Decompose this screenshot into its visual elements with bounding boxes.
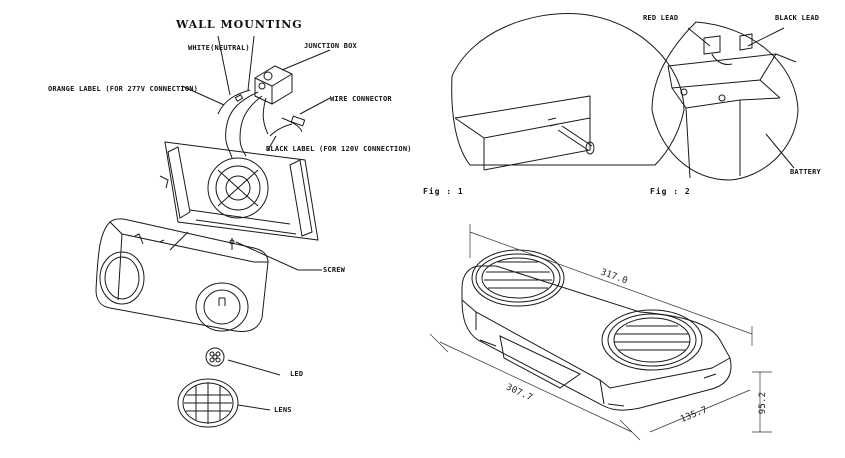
leader-lines-left [181, 35, 331, 411]
fig2-detail [651, 21, 799, 181]
junction-box-label: JUNCTION BOX [304, 42, 357, 50]
black-lead-label: BLACK LEAD [775, 14, 820, 22]
dimension-height: 95.2 [758, 391, 769, 415]
fig2-caption: Fig : 2 [650, 187, 691, 196]
lens-label: LENS [274, 406, 292, 414]
screw-lines [169, 231, 299, 271]
fig1-caption: Fig : 1 [423, 187, 464, 196]
led-bulb [205, 347, 225, 367]
orange-label-text: ORANGE LABEL (FOR 277V CONNECTION) [48, 85, 199, 93]
wires [217, 89, 306, 159]
led-label: LED [290, 370, 304, 378]
junction-box [254, 65, 293, 105]
black-label-text: BLACK LABEL (FOR 120V CONNECTION) [266, 145, 412, 153]
fixture-iso [461, 249, 732, 411]
fig1-detail [451, 13, 685, 171]
white-neutral-label: WHITE(NEUTRAL) [188, 44, 250, 52]
dimension-lines [429, 224, 772, 441]
screw-label: SCREW [323, 266, 346, 274]
lens [177, 378, 239, 428]
battery-label: BATTERY [790, 168, 821, 176]
fixture-housing [95, 218, 269, 332]
wall-mounting-title: WALL MOUNTING [176, 18, 303, 31]
mounting-plate [159, 141, 319, 241]
wire-connector-label: WIRE CONNECTOR [330, 95, 392, 103]
red-lead-label: RED LEAD [643, 14, 679, 22]
